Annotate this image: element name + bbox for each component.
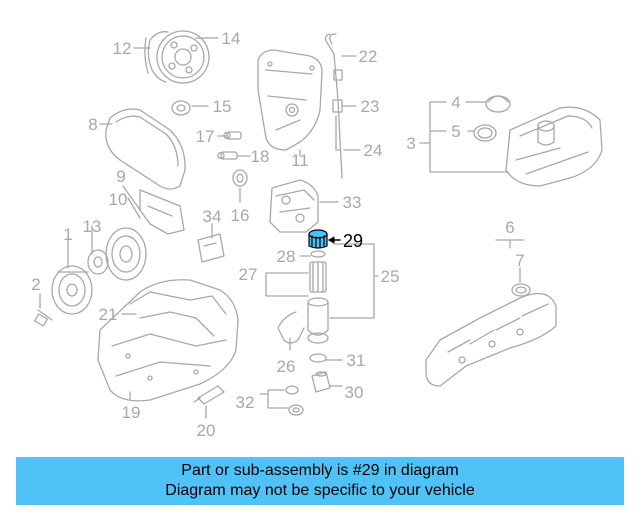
manifold-seal xyxy=(511,283,531,297)
callout-12: 12 xyxy=(113,39,132,58)
filter-o-ring xyxy=(310,250,326,258)
banner-line-2: Diagram may not be specific to your vehi… xyxy=(165,482,475,499)
o-ring-31 xyxy=(309,353,327,363)
mounting-bracket xyxy=(197,233,225,263)
gasket-plate xyxy=(139,189,185,235)
callout-29-arrowhead xyxy=(328,236,335,244)
callout-14: 14 xyxy=(222,29,241,48)
oil-filter-housing xyxy=(277,297,329,344)
bolt-18 xyxy=(217,151,238,160)
sealant-tube xyxy=(193,385,225,405)
washer-lower xyxy=(288,404,304,416)
callout-13: 13 xyxy=(83,217,102,236)
callout-6: 6 xyxy=(505,218,514,237)
callout-15: 15 xyxy=(213,97,232,116)
callout-2: 2 xyxy=(31,275,40,294)
callout-19: 19 xyxy=(122,403,141,422)
tensioner-roller xyxy=(171,100,191,116)
callout-7: 7 xyxy=(515,251,524,270)
callout-20: 20 xyxy=(197,421,216,440)
oil-seal-16 xyxy=(232,169,248,187)
callout-21: 21 xyxy=(99,305,118,324)
valve-cover xyxy=(505,106,603,187)
washer-upper xyxy=(285,385,299,395)
callout-29: 29 xyxy=(343,231,363,251)
callout-5: 5 xyxy=(451,122,460,141)
oil-filter-element xyxy=(309,261,327,293)
callout-9: 9 xyxy=(116,167,125,186)
callout-28: 28 xyxy=(277,247,296,266)
timing-belt-segment xyxy=(144,31,169,83)
callout-8: 8 xyxy=(88,115,97,134)
engine-front-cover xyxy=(257,49,323,151)
callout-18: 18 xyxy=(251,147,270,166)
timing-gear xyxy=(156,30,210,84)
callout-34: 34 xyxy=(203,207,222,226)
leader-lines xyxy=(39,37,525,419)
crankshaft-pulley xyxy=(51,265,93,315)
callout-22: 22 xyxy=(359,47,378,66)
callout-27: 27 xyxy=(239,265,258,284)
oil-filler-cap xyxy=(485,95,511,113)
callout-labels: 1 2 3 4 5 6 7 8 9 10 11 12 13 14 15 16 1… xyxy=(31,29,524,440)
callout-17: 17 xyxy=(196,127,215,146)
callout-32: 32 xyxy=(236,393,255,412)
crankshaft-seal-carrier xyxy=(105,227,147,281)
callout-31: 31 xyxy=(347,351,366,370)
callout-3: 3 xyxy=(406,134,415,153)
crank-sprocket xyxy=(87,249,109,275)
callout-30: 30 xyxy=(345,383,364,402)
banner-line-1: Part or sub-assembly is #29 in diagram xyxy=(181,462,459,479)
oil-pressure-sender xyxy=(311,371,331,393)
oil-dipstick xyxy=(324,33,343,179)
pulley-bolt xyxy=(34,309,53,327)
callout-1: 1 xyxy=(63,225,72,244)
callout-25: 25 xyxy=(381,267,400,286)
oil-pump xyxy=(269,179,319,233)
oil-filter-cap xyxy=(308,229,328,249)
info-banner: Part or sub-assembly is #29 in diagram D… xyxy=(16,457,624,505)
intake-manifold xyxy=(425,292,557,387)
timing-belt-cover xyxy=(105,108,186,190)
callout-24: 24 xyxy=(364,141,383,160)
oil-pan xyxy=(97,279,239,402)
callout-26: 26 xyxy=(277,357,296,376)
callout-33: 33 xyxy=(343,193,362,212)
callout-23: 23 xyxy=(361,97,380,116)
callout-10: 10 xyxy=(109,190,128,209)
callout-11: 11 xyxy=(291,151,309,170)
callout-4: 4 xyxy=(451,93,460,112)
callout-16: 16 xyxy=(231,206,250,225)
filler-gasket xyxy=(473,124,497,142)
